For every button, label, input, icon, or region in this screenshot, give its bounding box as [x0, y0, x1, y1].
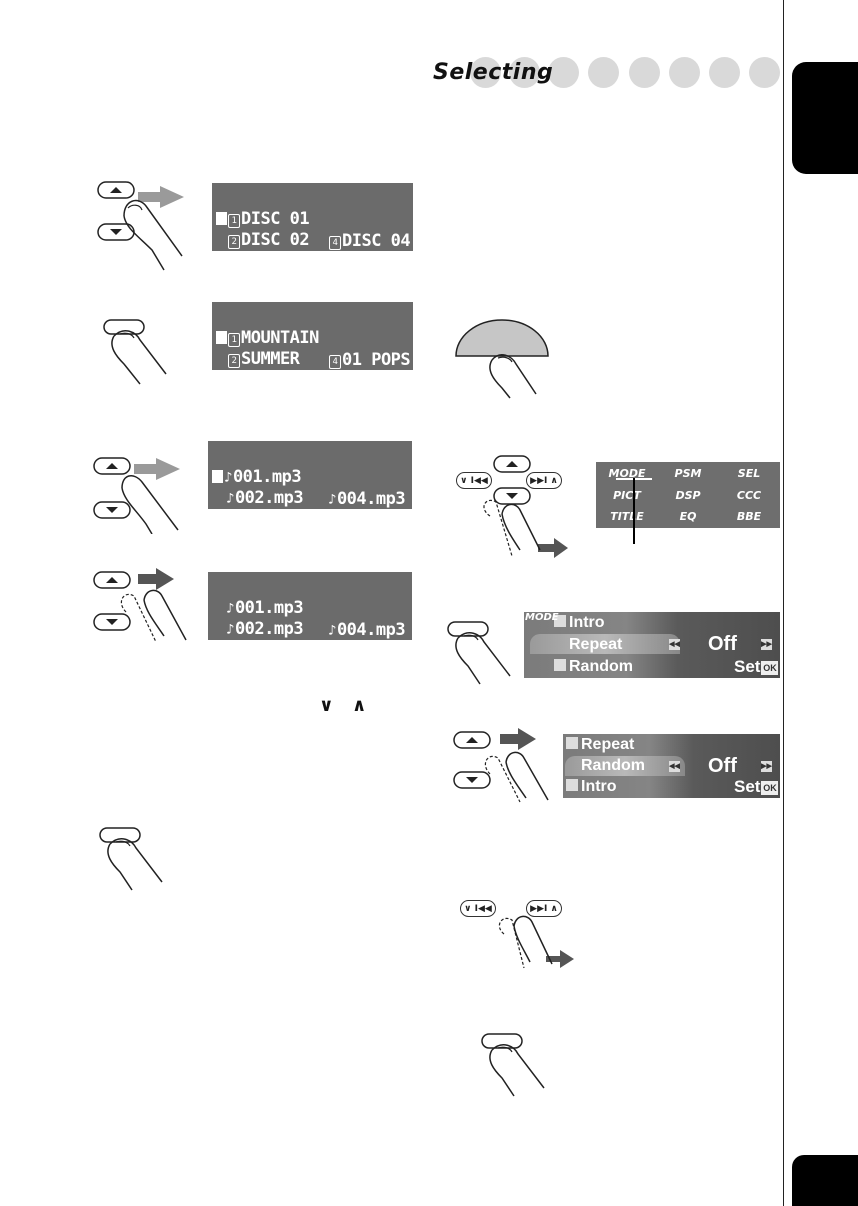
down-up-symbols: ∨ ∧	[319, 695, 373, 716]
half-disc-button-illustration	[455, 319, 549, 399]
updown-press-right-illustration	[93, 568, 187, 643]
menu-item-ccc: CCC	[736, 489, 762, 502]
prev-next-press-illustration: ∨ I◀◀ ▶▶I ∧	[458, 898, 578, 974]
music-note-icon: ♪	[226, 643, 234, 659]
menu-grid-display: MODE PSM SEL PICT DSP CCC TITLE EQ BBE	[596, 462, 780, 528]
title-dot	[749, 57, 780, 88]
menu-item-pict: PICT	[613, 489, 641, 502]
key-press-illustration	[481, 1033, 545, 1097]
music-note-icon: ♪	[226, 512, 234, 528]
key-press-illustration	[99, 827, 163, 891]
page-number-tab	[792, 1155, 858, 1206]
up-triangle-icon	[566, 737, 578, 749]
music-note-icon: ♪	[328, 665, 336, 681]
title-dot	[709, 57, 740, 88]
language-tab	[792, 62, 858, 174]
music-note-icon: ♪	[328, 644, 336, 660]
highlight-bar	[530, 634, 680, 654]
title-dot	[509, 57, 540, 88]
menu-item-title: TITLE	[610, 510, 644, 523]
menu-item-sel: SEL	[737, 467, 761, 480]
select-cursor-icon	[316, 644, 327, 657]
page-margin-line	[783, 0, 784, 1206]
title-dot	[629, 57, 660, 88]
menu-item-eq: EQ	[679, 510, 697, 523]
menu-item-bbe: BBE	[736, 510, 762, 523]
cross-keypad-illustration: ∨ I◀◀ ▶▶I ∧	[456, 450, 596, 566]
music-note-icon: ♪	[224, 470, 232, 486]
key-press-illustration	[103, 319, 167, 385]
music-note-icon: ♪	[328, 623, 336, 639]
menu-item-psm: PSM	[674, 467, 702, 480]
title-dot	[548, 57, 579, 88]
menu-item-dsp: DSP	[675, 489, 701, 502]
skip-back-icon: ◀◀	[669, 639, 680, 650]
prev-button: ∨ I◀◀	[460, 900, 496, 917]
track-list-display: ♪001.mp3 ♪004.mp3 ♪002.mp3 ♪005.mp3 ♪003…	[208, 441, 412, 551]
music-note-icon: ♪	[328, 513, 336, 529]
prev-button: ∨ I◀◀	[456, 472, 492, 489]
page-title: Selecting	[433, 60, 554, 85]
next-button: ▶▶I ∧	[526, 900, 562, 917]
select-cursor-icon	[216, 212, 227, 225]
music-note-icon: ♪	[328, 492, 336, 508]
mode-label: MODE	[525, 612, 559, 623]
track-list-display: ♪001.mp3 ♪004.mp3 ♪002.mp3 ♪005.mp3 ♪003…	[208, 572, 412, 682]
up-triangle-icon	[554, 615, 566, 627]
key-press-illustration	[447, 621, 511, 685]
skip-forward-icon: ▶▶	[761, 639, 772, 650]
prev-next-drawing	[498, 915, 574, 969]
music-note-icon: ♪	[226, 622, 234, 638]
music-note-icon: ♪	[226, 601, 234, 617]
title-dot	[470, 57, 501, 88]
music-note-icon: ♪	[226, 491, 234, 507]
updown-press-right-illustration	[453, 728, 549, 803]
keypad-drawing	[483, 455, 568, 558]
title-dot	[669, 57, 700, 88]
highlight-bar	[565, 756, 685, 776]
title-dot	[588, 57, 619, 88]
updown-press-illustration	[93, 457, 180, 534]
skip-back-icon: ◀◀	[669, 761, 680, 772]
skip-forward-icon: ▶▶	[761, 761, 772, 772]
menu-callout-line	[633, 478, 635, 544]
menu-item-mode: MODE	[608, 467, 646, 480]
music-note-icon: ♪	[328, 534, 336, 550]
down-triangle-icon	[554, 659, 566, 671]
select-cursor-icon	[212, 470, 223, 483]
select-cursor-icon	[216, 331, 227, 344]
down-triangle-icon	[566, 779, 578, 791]
updown-press-illustration	[97, 181, 184, 271]
next-button: ▶▶I ∧	[526, 472, 562, 489]
